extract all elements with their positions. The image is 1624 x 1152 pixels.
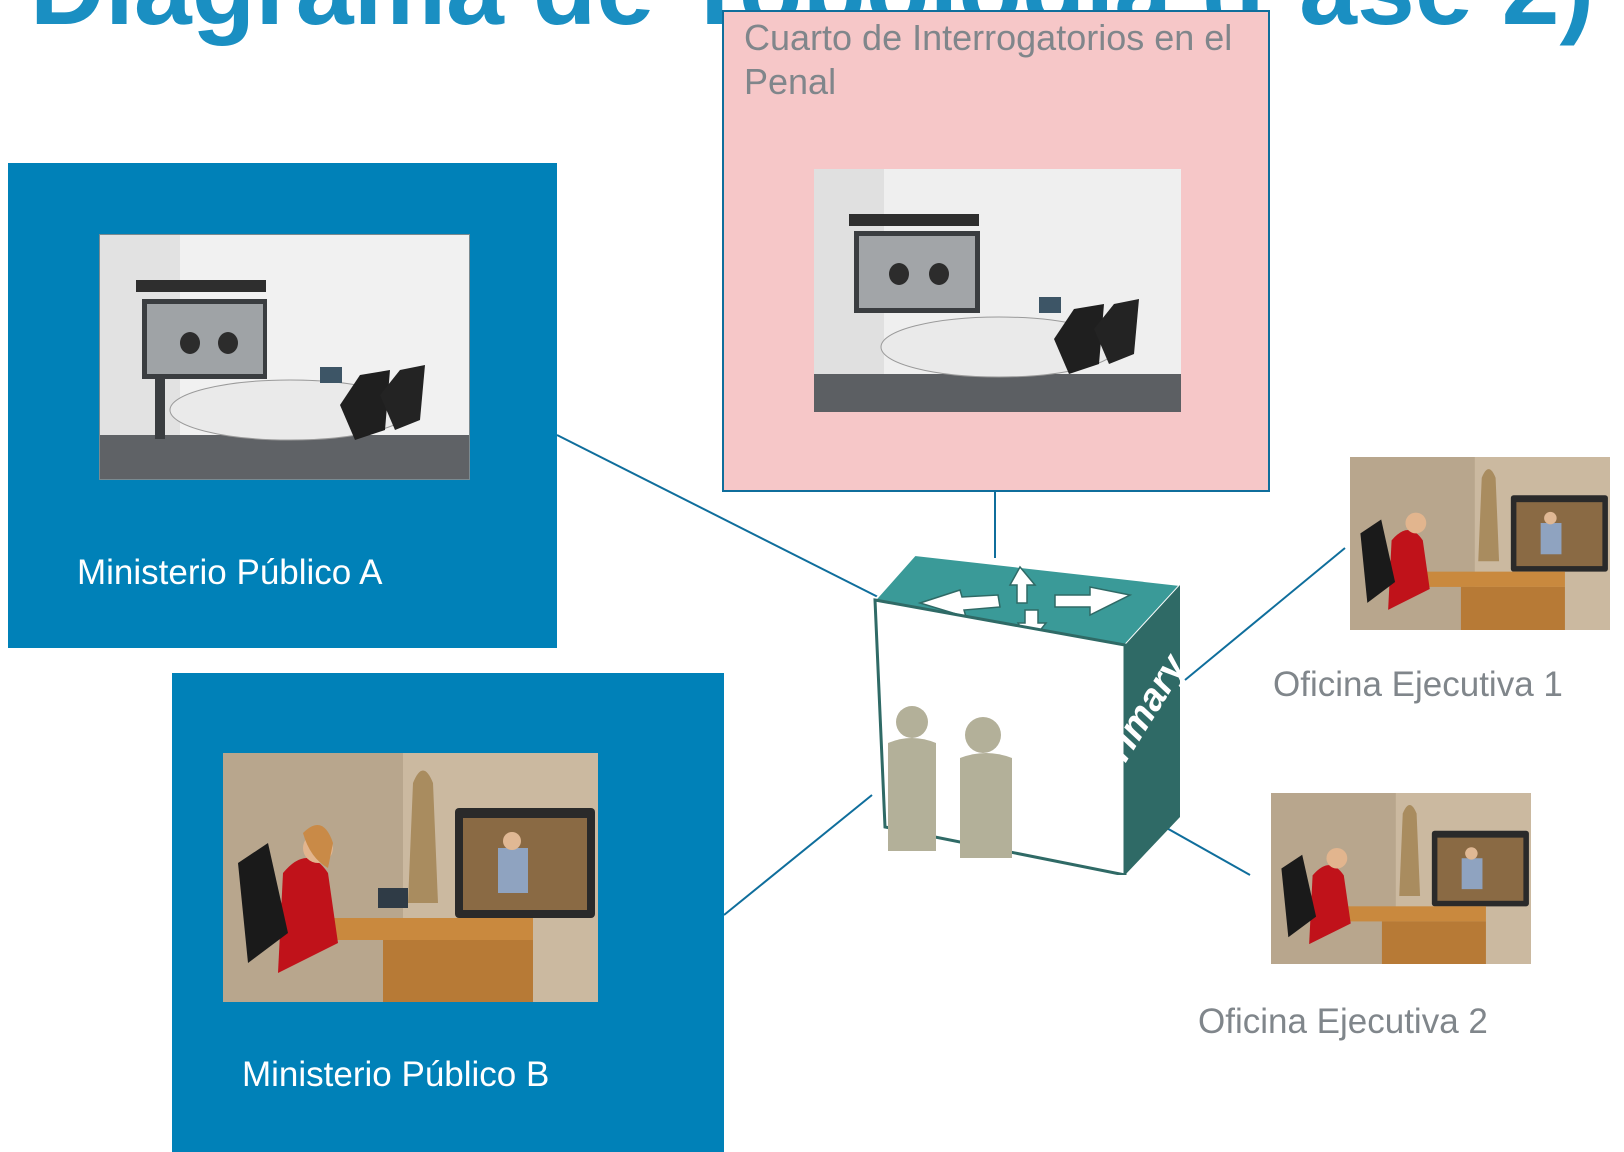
site-label-ministerio-b: Ministerio Público B <box>242 1055 550 1094</box>
site-label-oficina-2: Oficina Ejecutiva 2 <box>1198 1002 1488 1041</box>
site-cuarto-interrogatorios: Cuarto de Interrogatorios en el Penal <box>722 10 1270 492</box>
oficina-ejecutiva-1-photo <box>1350 457 1610 630</box>
site-ministerio-publico-b: Ministerio Público B <box>172 673 724 1152</box>
link-mp-a <box>556 434 881 599</box>
multipoint-switch-icon: Primary <box>873 555 1185 875</box>
site-label-penal: Cuarto de Interrogatorios en el Penal <box>744 17 1233 102</box>
conference-room-photo <box>99 234 470 480</box>
link-oficina-1 <box>1184 547 1346 681</box>
site-label-ministerio-a: Ministerio Público A <box>77 553 383 592</box>
link-mp-b <box>723 794 873 916</box>
office-photo <box>223 753 598 1002</box>
site-label-oficina-1: Oficina Ejecutiva 1 <box>1273 665 1563 704</box>
oficina-ejecutiva-2-photo <box>1271 793 1531 964</box>
conference-room-photo <box>814 169 1181 412</box>
site-ministerio-publico-a: Ministerio Público A <box>8 163 557 648</box>
